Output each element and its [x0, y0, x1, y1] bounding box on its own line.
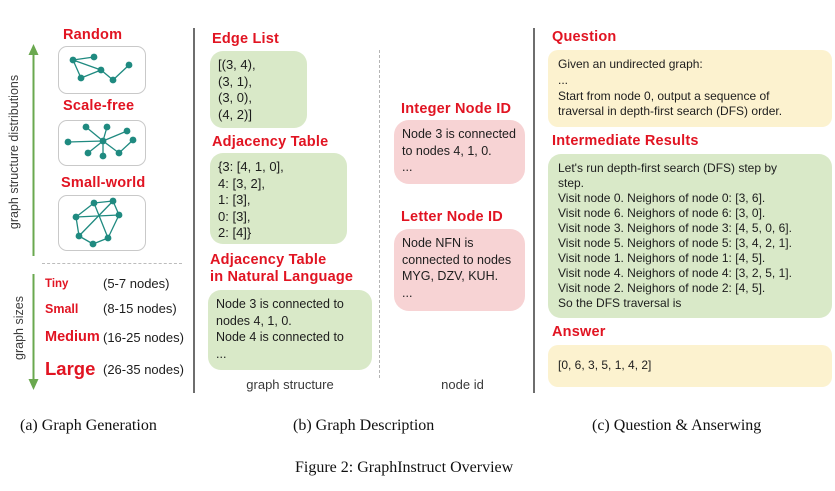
edge-list-heading: Edge List — [212, 31, 280, 47]
sizes-divider — [42, 263, 182, 264]
small-world-label: Small-world — [61, 175, 146, 191]
edge-list-box: [(3, 4), (3, 1), (3, 0), (4, 2)] — [210, 51, 307, 128]
divider-panel-a-b — [193, 28, 195, 393]
size-label: Small — [45, 301, 79, 316]
letter-node-id-heading: Letter Node ID — [401, 209, 503, 225]
adjacency-table-heading: Adjacency Table — [212, 134, 329, 150]
figure-caption: Figure 2: GraphInstruct Overview — [295, 459, 514, 476]
panel-caption-a: (a) Graph Generation — [20, 417, 157, 434]
integer-node-id-heading: Integer Node ID — [401, 101, 512, 117]
adjacency-nl-heading: Adjacency Table in Natural Language — [210, 252, 354, 285]
random-graph-thumbnail — [58, 46, 146, 94]
size-range: (26-35 nodes) — [103, 361, 184, 377]
size-range: (5-7 nodes) — [103, 276, 170, 291]
question-heading: Question — [552, 29, 617, 45]
divider-structure-nodeid — [379, 50, 380, 378]
question-box: Given an undirected graph: ... Start fro… — [548, 50, 832, 127]
size-range: (16-25 nodes) — [103, 329, 184, 345]
structure-axis-label: graph structure distributions — [7, 74, 21, 230]
size-label: Large — [45, 358, 96, 379]
node-id-caption: node id — [441, 377, 484, 392]
size-row-small: Small (8-15 nodes) — [45, 301, 177, 316]
size-range: (8-15 nodes) — [103, 301, 177, 316]
scale-free-graph-thumbnail — [58, 120, 146, 166]
intermediate-results-heading: Intermediate Results — [552, 133, 699, 149]
sizes-axis-label: graph sizes — [12, 296, 26, 360]
panel-caption-b: (b) Graph Description — [293, 417, 435, 434]
size-row-large: Large (26-35 nodes) — [45, 358, 184, 380]
answer-box: [0, 6, 3, 5, 1, 4, 2] — [548, 345, 832, 387]
adjacency-nl-box: Node 3 is connected to nodes 4, 1, 0. No… — [208, 290, 372, 370]
answer-heading: Answer — [552, 324, 606, 340]
graph-structure-caption: graph structure — [246, 377, 334, 392]
size-row-medium: Medium (16-25 nodes) — [45, 329, 184, 345]
up-arrow-icon — [28, 44, 39, 256]
adjacency-table-box: {3: [4, 1, 0], 4: [3, 2], 1: [3], 0: [3]… — [210, 153, 347, 244]
letter-node-id-box: Node NFN is connected to nodes MYG, DZV,… — [394, 229, 525, 311]
small-world-graph-thumbnail — [58, 195, 146, 251]
scale-free-label: Scale-free — [63, 98, 135, 114]
divider-panel-b-c — [533, 28, 535, 393]
down-arrow-icon — [28, 274, 39, 390]
integer-node-id-box: Node 3 is connected to nodes 4, 1, 0. ..… — [394, 120, 525, 184]
panel-caption-c: (c) Question & Anserwing — [592, 417, 762, 434]
random-label: Random — [63, 27, 123, 43]
size-label: Tiny — [45, 277, 69, 290]
intermediate-results-box: Let's run depth-first search (DFS) step … — [548, 154, 832, 318]
size-row-tiny: Tiny (5-7 nodes) — [45, 276, 169, 291]
size-label: Medium — [45, 329, 100, 345]
